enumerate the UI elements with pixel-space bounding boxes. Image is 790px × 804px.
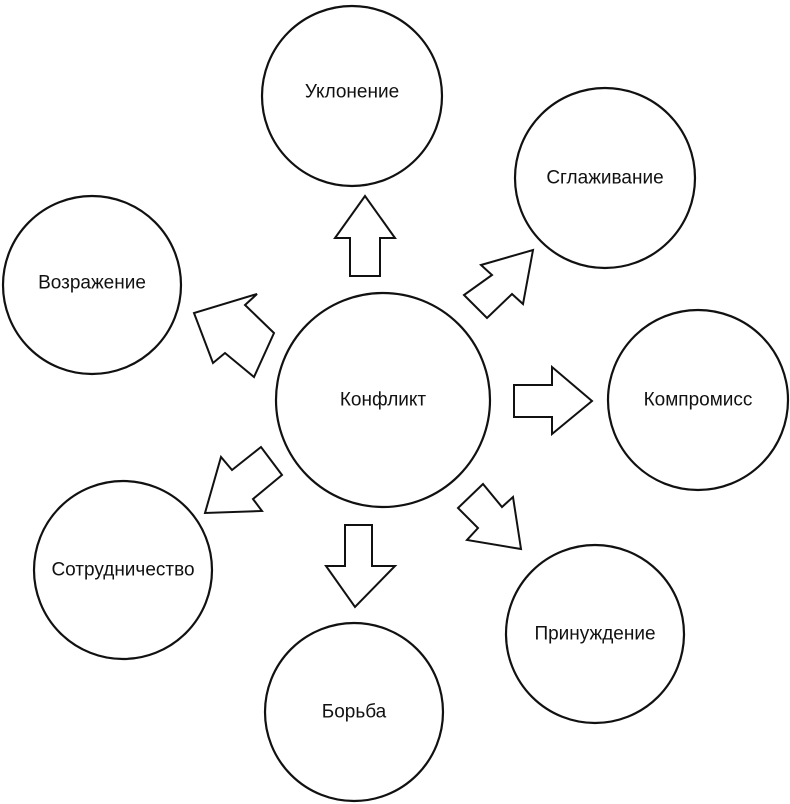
arrow-to-borba (324, 524, 398, 609)
node-uklonenie: Уклонение (260, 4, 444, 188)
node-borba: Борьба (263, 621, 445, 803)
node-sglazhivanie: Сглаживание (513, 86, 697, 270)
arrow-to-uklonenie (333, 194, 397, 277)
arrow-to-sotrudnichestvo (203, 445, 284, 515)
node-sotrudnichestvo-label: Сотрудничество (51, 560, 194, 581)
node-prinuzhdenie: Принуждение (504, 543, 686, 725)
node-prinuzhdenie-label: Принуждение (534, 624, 655, 645)
node-borba-label: Борьба (322, 702, 387, 723)
node-sotrudnichestvo: Сотрудничество (32, 479, 214, 661)
node-sglazhivanie-label: Сглаживание (546, 168, 663, 189)
node-uklonenie-label: Уклонение (305, 82, 399, 103)
node-kompromiss: Компромисс (606, 308, 790, 492)
arrow-to-sglazhivanie (462, 248, 535, 320)
center-node-label: Конфликт (340, 390, 427, 411)
node-kompromiss-label: Компромисс (644, 390, 753, 411)
arrow-to-kompromiss (513, 364, 594, 437)
arrow-to-prinuzhdenie (456, 482, 523, 551)
node-vozrazhenie-label: Возражение (38, 273, 146, 294)
node-vozrazhenie: Возражение (1, 194, 183, 376)
arrow-to-vozrazhenie (192, 293, 276, 379)
center-node-konflikt: Конфликт (274, 291, 492, 509)
